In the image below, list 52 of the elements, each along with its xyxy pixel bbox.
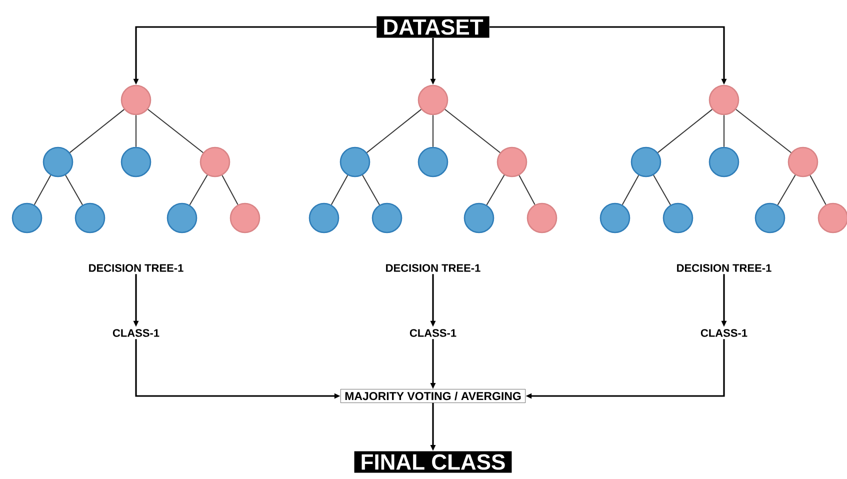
tree-branch xyxy=(657,108,713,154)
tree-node-circle xyxy=(166,202,198,234)
tree-branch xyxy=(330,174,348,206)
tree-node-circle xyxy=(308,202,340,234)
tree-branch xyxy=(362,174,380,206)
tree-node-circle xyxy=(372,202,402,234)
tree-node-circle xyxy=(708,146,740,178)
tree-node-circle xyxy=(74,202,106,234)
tree-node-circle xyxy=(120,84,152,116)
tree-node-circle xyxy=(464,202,494,234)
tree-branch xyxy=(65,174,83,206)
tree-node-circle xyxy=(526,202,558,234)
tree-branch xyxy=(810,174,826,206)
tree-node-circle xyxy=(496,146,528,178)
tree-node-circle xyxy=(418,84,448,116)
tree-node-circle xyxy=(818,202,847,234)
tree-branch xyxy=(444,108,501,154)
title-banner: DATASET xyxy=(376,16,490,38)
tree-node-circle xyxy=(418,146,448,178)
node-label: DECISION TREE-1 xyxy=(677,264,772,272)
tree-node-circle xyxy=(600,202,630,234)
title-banner: FINAL CLASS xyxy=(354,451,512,473)
tree-branch xyxy=(189,174,208,206)
process-box: MAJORITY VOTING / AVERGING xyxy=(340,389,526,403)
tree-branch xyxy=(432,114,434,148)
node-label: DECISION TREE-1 xyxy=(386,264,480,272)
tree-node-circle xyxy=(662,202,694,234)
tree-branch xyxy=(777,174,796,206)
tree-branch xyxy=(222,174,238,206)
tree-node-circle xyxy=(788,146,818,178)
tree-node-circle xyxy=(42,146,74,178)
tree-branch xyxy=(735,108,792,154)
tree-branch xyxy=(366,108,422,154)
tree-node-circle xyxy=(340,146,370,178)
tree-branch xyxy=(34,174,52,206)
node-label: CLASS-1 xyxy=(700,329,748,337)
tree-branch xyxy=(518,174,536,206)
tree-node-circle xyxy=(708,84,740,116)
tree-node-circle xyxy=(120,146,152,178)
node-label: DECISION TREE-1 xyxy=(89,264,184,272)
tree-branch xyxy=(653,174,671,206)
tree-node-circle xyxy=(630,146,662,178)
tree-node-circle xyxy=(12,202,42,234)
tree-node-circle xyxy=(230,202,260,234)
tree-node-circle xyxy=(754,202,786,234)
node-label: CLASS-1 xyxy=(410,329,456,337)
tree-branch xyxy=(622,174,640,206)
tree-branch xyxy=(147,108,204,154)
tree-branch xyxy=(486,174,505,206)
node-label: CLASS-1 xyxy=(112,329,160,337)
tree-branch xyxy=(69,108,125,154)
tree-node-circle xyxy=(200,146,230,178)
